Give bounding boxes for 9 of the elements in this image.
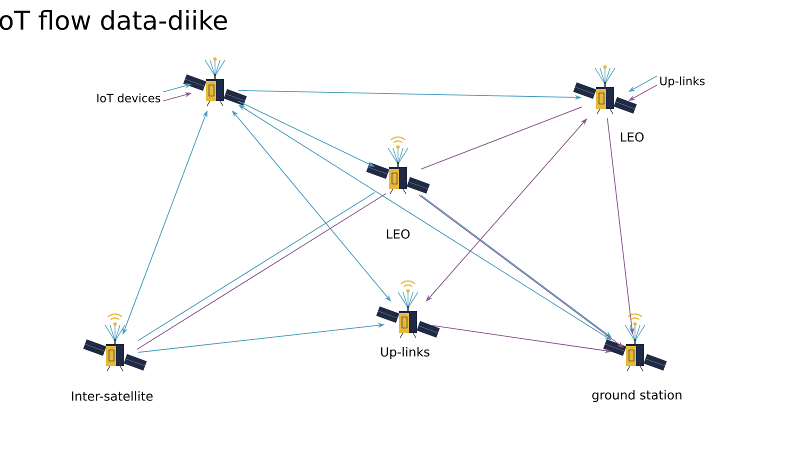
satellite-drawing <box>183 57 247 106</box>
satellite-label: Up-links <box>381 346 430 360</box>
title: oT flow data-diike <box>0 10 227 30</box>
satellite-label: LEO <box>620 132 644 142</box>
satellite-label: Inter-satellite <box>72 391 153 401</box>
satellite-label: LEO <box>386 229 410 239</box>
text-label: Up-links <box>660 76 705 88</box>
text-label: IoT devices <box>97 94 160 102</box>
satellite-label: ground station <box>592 390 682 402</box>
